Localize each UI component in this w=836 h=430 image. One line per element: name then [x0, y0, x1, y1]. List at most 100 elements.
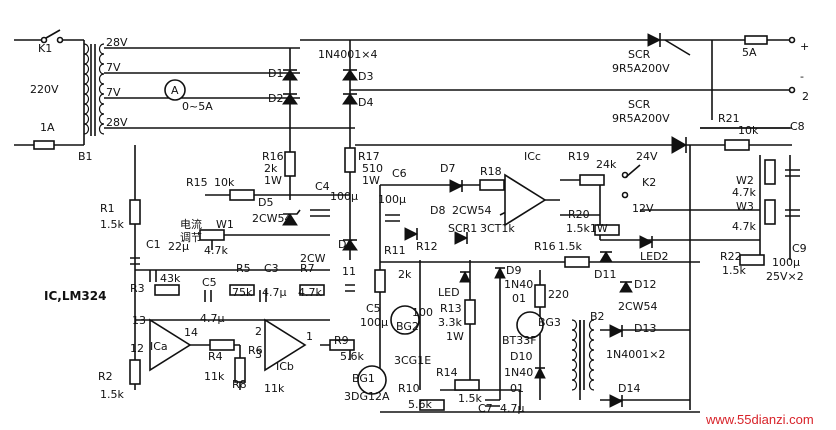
label-c4-val: 100μ: [330, 190, 358, 203]
label-d13: D13: [634, 322, 656, 335]
label-w3-val: 4.7k: [732, 220, 756, 233]
label-r20: R20: [568, 208, 590, 221]
label-r9-val: 5.6k: [340, 350, 364, 363]
label-ic-a: ICa: [150, 340, 168, 353]
label-d6-part: 2CW: [300, 252, 326, 265]
label-r15-val: 10k: [214, 176, 235, 189]
label-r17-pw: 1W: [362, 174, 380, 187]
label-t3: 7V: [106, 86, 121, 99]
label-r17: R17: [358, 150, 380, 163]
label-fuse-out: 5A: [742, 46, 757, 59]
label-bg1-part: 3DG12A: [344, 390, 390, 403]
label-c5b: C5: [366, 302, 381, 315]
label-r4-val: 11k: [204, 370, 225, 383]
label-t1: 28V: [106, 36, 128, 49]
label-pin1: 1: [306, 330, 313, 343]
label-r-220: 220: [548, 288, 569, 301]
label-bt33f: BT33F: [502, 334, 537, 347]
output-terminal-minus: [788, 86, 796, 94]
label-c3-val: 4.7μ: [262, 286, 287, 299]
label-r16b-val: 1.5k: [558, 240, 582, 253]
label-r13-pw: 1W: [446, 330, 464, 343]
small-diodes: [282, 179, 654, 408]
label-r1-val: 1.5k: [100, 218, 124, 231]
label-d4: D4: [358, 96, 373, 109]
label-c5: C5: [202, 276, 217, 289]
label-d10-num: 01: [510, 382, 524, 395]
label-bg2-part: 3CG1E: [394, 354, 431, 367]
label-r4: R4: [208, 350, 223, 363]
label-d8: D8: [430, 204, 445, 217]
label-r8-val: 11k: [264, 382, 285, 395]
resistors: [129, 139, 765, 411]
label-d10: D10: [510, 350, 532, 363]
label-v12: 12V: [632, 202, 654, 215]
label-ammeter: A: [171, 84, 179, 97]
capacitors: [130, 169, 800, 407]
label-b1: B1: [78, 150, 93, 163]
label-r14: R14: [436, 366, 458, 379]
fuse-5a: [744, 35, 768, 45]
label-r20-val: 1.5k1W: [566, 222, 608, 235]
label-d5-part: 2CW54: [252, 212, 292, 225]
label-c5-val: 4.7μ: [200, 312, 225, 325]
label-r12: R12: [416, 240, 438, 253]
label-r11-val: 2k: [398, 268, 412, 281]
label-d10-part: 1N40: [504, 366, 533, 379]
label-w1-val: 4.7k: [204, 244, 228, 257]
label-c9-v: 25V×2: [766, 270, 804, 283]
label-scr-mid-part: 9R5A200V: [612, 112, 670, 125]
switch-k2: [621, 164, 641, 199]
label-r16-val: 2k: [264, 162, 278, 175]
watermark: www.55dianzi.com: [705, 412, 814, 427]
label-r16b: R16: [534, 240, 556, 253]
label-pin2: 2: [255, 325, 262, 338]
label-d7: D7: [440, 162, 455, 175]
label-r13: R13: [440, 302, 462, 315]
label-r2-val: 1.5k: [100, 388, 124, 401]
label-led: LED: [438, 286, 460, 299]
label-out-two: 2: [802, 90, 809, 103]
label-t2: 7V: [106, 61, 121, 74]
label-d8-part: 2CW54: [452, 204, 492, 217]
label-pin13: 13: [132, 314, 146, 327]
label-w3: W3: [736, 200, 754, 213]
label-r7: R7: [300, 262, 315, 275]
label-scr-mid: SCR: [628, 98, 651, 111]
label-r6: R6: [248, 344, 263, 357]
label-mains: 220V: [30, 83, 59, 96]
label-r10-val: 5.6k: [408, 398, 432, 411]
label-w1-b: 调节: [180, 231, 202, 244]
label-r3-val: 43k: [160, 272, 181, 285]
label-c1: C1: [146, 238, 161, 251]
label-d2: D2: [268, 92, 283, 105]
label-c8: C8: [790, 120, 805, 133]
label-d12-part: 2CW54: [618, 300, 658, 313]
label-d1: D1: [268, 67, 283, 80]
label-w2: W2: [736, 174, 754, 187]
label-val100: 100: [412, 306, 433, 319]
switch-k1: [40, 29, 64, 44]
potentiometers: [199, 159, 776, 250]
ammeter: [164, 79, 186, 101]
bridge-diodes: [282, 69, 358, 105]
label-c7: C7: [478, 402, 493, 415]
label-fuse-in: 1A: [40, 121, 55, 134]
label-r14-val: 1.5k: [458, 392, 482, 405]
label-scr1: SCR1: [448, 222, 477, 235]
label-t4: 28V: [106, 116, 128, 129]
label-w1: W1: [216, 218, 234, 231]
label-r9: R9: [334, 334, 349, 347]
component-labels: K1 220V 1A B1 28V 7V 7V 28V A 0~5A D1 D2…: [30, 36, 809, 415]
label-bg2: BG2: [396, 320, 419, 333]
label-c1-val: 22μ: [168, 240, 189, 253]
label-scr-top-part: 9R5A200V: [612, 62, 670, 75]
scr-devices: [647, 33, 688, 154]
label-c5b-val: 100μ: [360, 316, 388, 329]
label-r2: R2: [98, 370, 113, 383]
label-scr1-part: 3CT1k: [480, 222, 515, 235]
label-ic-c: ICc: [524, 150, 541, 163]
op-amps: [149, 173, 547, 372]
label-r15: R15: [186, 176, 208, 189]
label-d5: D5: [258, 196, 273, 209]
